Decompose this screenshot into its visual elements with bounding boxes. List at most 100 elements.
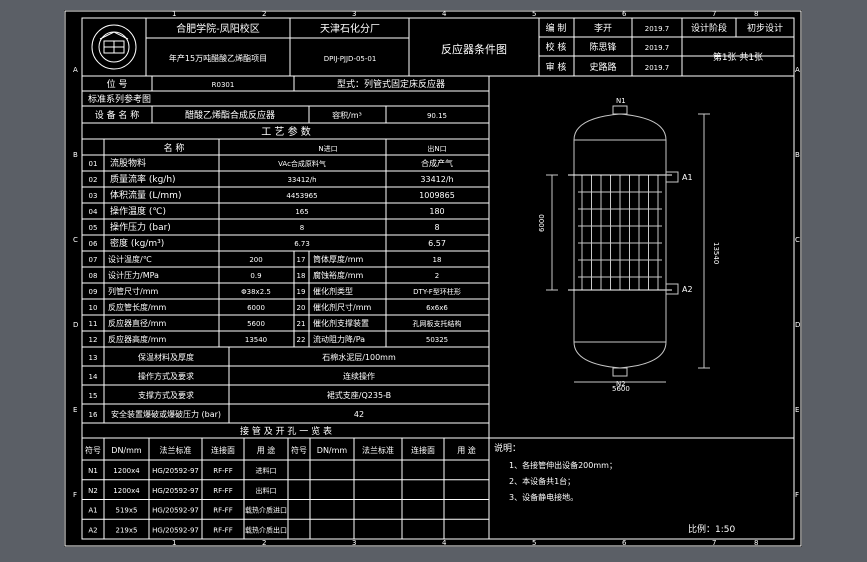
row-value: 13540 — [245, 336, 267, 344]
zone-mark-D: D — [73, 321, 78, 329]
nozzle-cell: 219x5 — [116, 526, 138, 534]
date-1: 2019.7 — [645, 25, 670, 33]
row-no: 11 — [89, 320, 98, 328]
outer-frame — [64, 10, 802, 547]
row-name: 支撑方式及要求 — [138, 390, 194, 400]
sheet-info: 第1张 共1张 — [713, 51, 763, 63]
zone-mark-7b: 7 — [712, 539, 716, 547]
row-no: 14 — [89, 373, 98, 381]
label-a2: A2 — [682, 285, 693, 294]
row-no: 13 — [89, 354, 98, 362]
equipment-label: 设 备 名 称 — [95, 109, 140, 121]
zone-mark-C-r: C — [795, 236, 800, 244]
row-name: 质量流率 (kg/h) — [110, 173, 176, 185]
row-value: 42 — [354, 410, 364, 419]
nozzle-cell: 进料口 — [256, 466, 277, 475]
nozzle-cell: 1200x4 — [113, 467, 140, 475]
row-name: 设计压力/MPa — [108, 270, 159, 280]
process-title: 工 艺 参 数 — [261, 125, 311, 138]
nozzle-cell: HG/20592-97 — [152, 507, 199, 515]
school-logo-icon — [91, 24, 137, 70]
equipment-name: 醋酸乙烯酯合成反应器 — [185, 109, 275, 121]
zone-mark-2: 2 — [262, 10, 266, 18]
reactor-drawing: A1 A2 N1 N2 13540 6000 5600 — [488, 76, 720, 423]
dim-tube: 6000 — [538, 214, 546, 232]
zone-mark-6: 6 — [622, 10, 627, 18]
row-in: 8 — [300, 224, 304, 232]
row-no-2: 20 — [297, 304, 306, 312]
row-no: 03 — [89, 192, 98, 200]
zone-mark-1: 1 — [172, 10, 176, 18]
row-value-2: 18 — [433, 256, 442, 264]
zone-mark-5: 5 — [532, 10, 536, 18]
nozzle-cell: 519x5 — [116, 507, 138, 515]
row-name-2: 催化剂类型 — [313, 286, 353, 296]
row-in: 165 — [295, 208, 308, 216]
row-name: 列管尺寸/mm — [108, 286, 158, 296]
row-value: 连续操作 — [343, 371, 375, 381]
nozzle-cell: HG/20592-97 — [152, 526, 199, 534]
zone-mark-8: 8 — [754, 10, 758, 18]
row-value: 裙式支座/Q235-B — [327, 390, 391, 400]
row-no: 07 — [89, 256, 98, 264]
drawing-number: DPIJ-PJJD-05-01 — [324, 55, 377, 63]
nozzle-cell: HG/20592-97 — [152, 487, 199, 495]
row-name: 反应器高度/mm — [108, 334, 166, 344]
row-out: 33412/h — [420, 175, 453, 184]
zone-mark-B-r: B — [795, 151, 800, 159]
row-name-2: 催化剂尺寸/mm — [313, 302, 371, 312]
drawing-sheet: 1 2 3 4 5 6 7 8 1 2 3 4 5 6 7 8 A B C D … — [64, 10, 802, 547]
zone-mark-B: B — [73, 151, 78, 159]
nozzle-header: 符号 — [291, 445, 307, 455]
col-out: 出N口 — [427, 144, 446, 153]
volume-label: 容积/m³ — [332, 110, 362, 120]
row-no-2: 19 — [297, 288, 306, 296]
zone-mark-1b: 1 — [172, 539, 176, 547]
nozzle-header: 法兰标准 — [362, 445, 394, 455]
nozzle-a1 — [665, 171, 679, 183]
row-name: 反应器直径/mm — [108, 318, 166, 328]
zone-marks-right: A B C D E F — [795, 66, 800, 499]
zone-mark-3b: 3 — [352, 539, 356, 547]
zone-mark-A: A — [73, 66, 78, 74]
nozzle-n2 — [612, 367, 628, 377]
nozzle-title: 接 管 及 开 孔 一 览 表 — [240, 425, 332, 437]
col-in: N进口 — [318, 145, 337, 153]
row-value: 0.9 — [250, 272, 261, 280]
nozzle-header: DN/mm — [111, 446, 142, 455]
row-name-2: 筒体厚度/mm — [313, 254, 363, 264]
title-block: 合肥学院-凤阳校区 天津石化分厂 年产15万吨醋酸乙烯酯项目 DPIJ-PJJD… — [81, 17, 795, 77]
project-name: 年产15万吨醋酸乙烯酯项目 — [169, 53, 267, 63]
nozzle-cell: RF-FF — [213, 467, 232, 475]
row-out: 8 — [434, 223, 439, 232]
notes-title: 说明： — [494, 442, 521, 454]
nozzle-header: 连接面 — [211, 445, 235, 455]
nozzle-header: 连接面 — [411, 445, 435, 455]
row-name: 操作压力 (bar) — [110, 221, 171, 233]
row-in: 6.73 — [294, 240, 310, 248]
drawing-svg: 1 2 3 4 5 6 7 8 1 2 3 4 5 6 7 8 A B C D … — [64, 10, 802, 547]
col-name: 名 称 — [164, 142, 185, 154]
row-name: 密度 (kg/m³) — [110, 237, 164, 249]
zone-mark-5b: 5 — [532, 539, 536, 547]
row-value-2: 6x6x6 — [426, 304, 448, 312]
label-n1: N1 — [616, 97, 626, 105]
zone-mark-C: C — [73, 236, 78, 244]
tube-bundle — [578, 175, 662, 290]
nozzle-cell: 载热介质出口 — [245, 525, 287, 534]
zone-marks-left: A B C D E F — [73, 66, 78, 499]
standard-ref: 标准系列参考图 — [88, 93, 151, 105]
row-no: 06 — [89, 240, 98, 248]
drawing-name: 反应器条件图 — [441, 42, 507, 56]
row-no: 16 — [89, 411, 98, 419]
nozzle-cell: RF-FF — [213, 507, 232, 515]
row-no: 09 — [89, 288, 98, 296]
row-no-2: 21 — [297, 320, 306, 328]
row-name: 反应管长度/mm — [108, 302, 166, 312]
row-no: 10 — [89, 304, 98, 312]
row-value-2: DTY-F型环柱形 — [413, 287, 461, 296]
label-a1: A1 — [682, 173, 693, 182]
volume-value: 90.15 — [427, 112, 447, 120]
row-no-2: 17 — [297, 256, 306, 264]
